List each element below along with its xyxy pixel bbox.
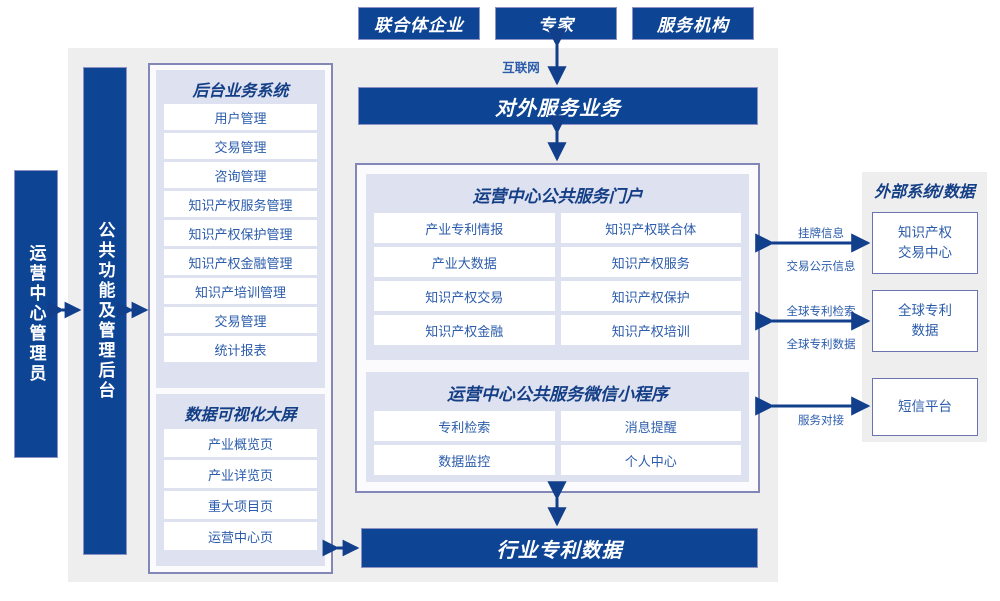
portal-item-label: 知识产权保护 [611,289,690,305]
top-actor-service-agency[interactable]: 服务机构 [632,7,754,40]
role-common-function-backend[interactable]: 公共功能及管理后台 [83,67,127,555]
portal-title: 运营中心公共服务门户 [472,187,643,206]
backend-item-label: 用户管理 [214,110,267,126]
external-item-sms-platform[interactable]: 短信平台 [872,378,978,436]
backend-system-panel: 后台业务系统 用户管理 交易管理 咨询管理 知识产权服务管理 知识产权保护管理 … [156,70,325,388]
visual-item-label: 产业详览页 [207,467,273,483]
visual-screen-panel: 数据可视化大屏 产业概览页 产业详览页 重大项目页 运营中心页 [156,394,325,566]
backend-item-0[interactable]: 用户管理 [164,104,317,130]
portal-item-2[interactable]: 产业大数据 [374,247,555,277]
miniprogram-title: 运营中心公共服务微信小程序 [447,385,668,404]
portal-item-label: 知识产权交易 [425,289,504,305]
top-actor-expert[interactable]: 专家 [495,7,617,40]
role-operation-center-admin[interactable]: 运营中心管理员 [14,170,58,458]
portal-item-7[interactable]: 知识产权培训 [560,315,741,345]
backend-item-label: 交易管理 [214,313,267,329]
backend-item-label: 交易管理 [214,139,267,155]
backend-item-label: 统计报表 [214,342,267,358]
portal-item-label: 产业大数据 [431,255,497,271]
backend-item-7[interactable]: 交易管理 [164,307,317,333]
visual-item-label: 产业概览页 [207,436,273,452]
backend-item-label: 知识产权服务管理 [188,197,293,213]
role-label: 运营中心管理员 [26,244,46,384]
external-item-label: 短信平台 [898,399,952,415]
portal-item-1[interactable]: 知识产权联合体 [560,213,741,243]
industry-patent-data-label: 行业专利数据 [496,539,623,562]
visual-item-3[interactable]: 运营中心页 [164,522,317,550]
external-service-label: 对外服务业务 [495,97,621,120]
miniprogram-item-2[interactable]: 数据监控 [374,445,555,475]
connector-label-global-patent-data: 全球专利数据 [786,339,856,351]
backend-item-label: 知识产权金融管理 [188,255,293,271]
connector-label-global-patent-search: 全球专利检索 [786,306,856,318]
backend-item-label: 知识产权保护管理 [188,226,293,242]
miniprogram-item-label: 消息提醒 [624,419,677,435]
external-item-global-patent-data[interactable]: 全球专利 数据 [872,290,978,352]
miniprogram-item-label: 专利检索 [438,419,491,435]
portal-item-3[interactable]: 知识产权服务 [560,247,741,277]
external-systems-title: 外部系统/数据 [874,184,975,201]
portal-item-label: 知识产权金融 [425,323,504,339]
miniprogram-item-3[interactable]: 个人中心 [560,445,741,475]
top-actor-union-enterprise[interactable]: 联合体企业 [358,7,480,40]
visual-item-0[interactable]: 产业概览页 [164,429,317,457]
miniprogram-item-1[interactable]: 消息提醒 [560,411,741,441]
miniprogram-panel: 运营中心公共服务微信小程序 专利检索 消息提醒 数据监控 个人中心 [366,372,749,482]
backend-item-5[interactable]: 知识产权金融管理 [164,249,317,275]
top-actor-label: 联合体企业 [374,16,464,35]
external-item-ip-exchange-center[interactable]: 知识产权 交易中心 [872,212,978,274]
portal-item-label: 知识产权培训 [611,323,690,339]
portal-item-label: 知识产权联合体 [605,221,697,237]
top-actor-label: 服务机构 [657,16,729,35]
external-item-label: 知识产权 交易中心 [898,225,952,260]
connector-label-listing-info: 挂牌信息 [798,228,844,240]
external-item-label: 全球专利 数据 [898,303,952,338]
backend-item-8[interactable]: 统计报表 [164,336,317,362]
backend-item-1[interactable]: 交易管理 [164,133,317,159]
visual-item-label: 重大项目页 [207,498,273,514]
visual-item-2[interactable]: 重大项目页 [164,491,317,519]
portal-panel: 运营中心公共服务门户 产业专利情报 知识产权联合体 产业大数据 知识产权服务 知… [366,174,749,360]
portal-item-0[interactable]: 产业专利情报 [374,213,555,243]
backend-item-3[interactable]: 知识产权服务管理 [164,191,317,217]
visual-screen-title: 数据可视化大屏 [184,407,297,424]
miniprogram-item-label: 数据监控 [438,453,491,469]
portal-item-6[interactable]: 知识产权金融 [374,315,555,345]
portal-item-label: 知识产权服务 [611,255,690,271]
miniprogram-item-0[interactable]: 专利检索 [374,411,555,441]
internet-label: 互联网 [502,61,540,75]
industry-patent-data-bar[interactable]: 行业专利数据 [361,528,758,568]
portal-item-5[interactable]: 知识产权保护 [560,281,741,311]
portal-item-label: 产业专利情报 [425,221,504,237]
backend-item-label: 知识产培训管理 [194,284,286,300]
role-label: 公共功能及管理后台 [95,221,115,401]
backend-item-6[interactable]: 知识产培训管理 [164,278,317,304]
visual-item-1[interactable]: 产业详览页 [164,460,317,488]
connector-label-service-docking: 服务对接 [798,415,844,427]
miniprogram-item-label: 个人中心 [624,453,677,469]
connector-label-trade-public-info: 交易公示信息 [786,261,856,273]
portal-item-4[interactable]: 知识产权交易 [374,281,555,311]
external-service-bar[interactable]: 对外服务业务 [358,87,758,125]
backend-item-4[interactable]: 知识产权保护管理 [164,220,317,246]
visual-item-label: 运营中心页 [207,529,273,545]
backend-item-2[interactable]: 咨询管理 [164,162,317,188]
backend-item-label: 咨询管理 [214,168,267,184]
backend-system-title: 后台业务系统 [192,83,289,100]
top-actor-label: 专家 [538,16,574,35]
